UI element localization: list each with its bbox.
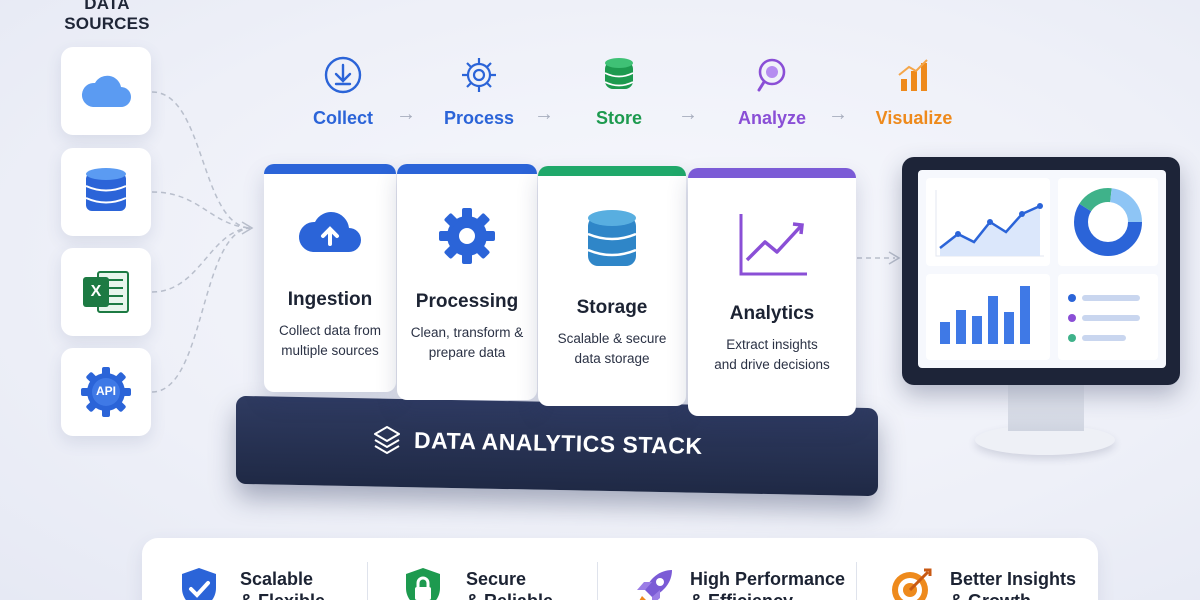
flow-step-analyze-label: Analyze bbox=[737, 108, 807, 128]
block-storage-desc-line2: data storage bbox=[574, 351, 650, 366]
block-ingestion-title: Ingestion bbox=[287, 289, 373, 310]
flow-arrow-2: → bbox=[534, 103, 554, 125]
gear-icon bbox=[439, 208, 495, 264]
block-analytics[interactable]: Analytics Extract insights and drive dec… bbox=[688, 168, 856, 416]
flow-step-collect[interactable]: Collect bbox=[288, 55, 398, 129]
feature-divider-3 bbox=[856, 562, 857, 600]
data-sources-title-line2: SOURCES bbox=[64, 14, 150, 33]
layers-icon bbox=[374, 426, 400, 454]
block-ingestion-desc-line2: multiple sources bbox=[281, 343, 379, 358]
database-icon bbox=[587, 210, 637, 266]
feature-scalable: Scalable & Flexible bbox=[240, 568, 325, 600]
block-storage-title: Storage bbox=[576, 297, 648, 318]
target-icon bbox=[892, 568, 932, 600]
block-processing-desc: Clean, transform & prepare data bbox=[397, 323, 537, 363]
feature-scalable-line1: Scalable bbox=[240, 569, 314, 589]
dashboard-graphics bbox=[926, 178, 1158, 360]
rocket-icon bbox=[637, 570, 672, 600]
feature-performance-line2: & Efficiency bbox=[690, 590, 845, 600]
data-sources-title-line1: DATA bbox=[84, 0, 130, 13]
flow-step-store[interactable]: Store bbox=[564, 55, 674, 129]
feature-secure: Secure & Reliable bbox=[466, 568, 553, 600]
block-analytics-desc-line2: and drive decisions bbox=[714, 357, 830, 372]
feature-insights: Better Insights & Growth bbox=[950, 568, 1076, 600]
feature-divider-1 bbox=[367, 562, 368, 600]
source-card-excel[interactable]: X bbox=[61, 248, 151, 336]
magnifier-icon bbox=[757, 58, 786, 92]
flow-arrow-4: → bbox=[828, 103, 848, 125]
block-processing-desc-line2: prepare data bbox=[428, 345, 506, 360]
block-ingestion[interactable]: Ingestion Collect data from multiple sou… bbox=[264, 164, 396, 392]
block-analytics-desc: Extract insights and drive decisions bbox=[688, 335, 856, 375]
download-circle-icon bbox=[324, 56, 362, 94]
block-processing[interactable]: Processing Clean, transform & prepare da… bbox=[397, 164, 537, 400]
gear-icon bbox=[462, 58, 496, 92]
feature-scalable-line2: & Flexible bbox=[240, 590, 325, 600]
flow-step-process[interactable]: Process bbox=[424, 55, 534, 129]
database-icon bbox=[604, 58, 634, 89]
feature-divider-2 bbox=[597, 562, 598, 600]
block-analytics-desc-line1: Extract insights bbox=[726, 337, 818, 352]
block-ingestion-desc-line1: Collect data from bbox=[278, 323, 382, 338]
block-storage[interactable]: Storage Scalable & secure data storage bbox=[538, 166, 686, 406]
features-bar bbox=[142, 538, 1098, 600]
block-storage-desc: Scalable & secure data storage bbox=[538, 329, 686, 369]
shield-check-icon bbox=[182, 568, 216, 600]
cloud-icon bbox=[81, 75, 131, 107]
database-icon bbox=[85, 168, 127, 211]
line-chart-icon bbox=[739, 214, 807, 276]
flow-arrow-3: → bbox=[678, 103, 698, 125]
feature-secure-line1: Secure bbox=[466, 569, 527, 589]
flow-arrow-1: → bbox=[396, 103, 416, 125]
feature-performance: High Performance & Efficiency bbox=[690, 568, 845, 600]
api-gear-icon: API bbox=[79, 365, 133, 419]
feature-insights-icon-wrap bbox=[890, 566, 934, 600]
flow-step-collect-label: Collect bbox=[312, 108, 373, 128]
feature-performance-icon-wrap bbox=[632, 566, 676, 600]
source-card-api[interactable]: API bbox=[61, 348, 151, 436]
block-ingestion-desc: Collect data from multiple sources bbox=[264, 321, 396, 361]
flow-step-store-label: Store bbox=[595, 108, 642, 128]
block-processing-desc-line1: Clean, transform & bbox=[410, 325, 524, 340]
feature-insights-line1: Better Insights bbox=[950, 569, 1077, 589]
cloud-upload-icon bbox=[298, 212, 361, 252]
feature-secure-line2: & Reliable bbox=[466, 590, 553, 600]
block-processing-title: Processing bbox=[415, 291, 519, 312]
feature-scalable-icon-wrap bbox=[178, 566, 220, 600]
monitor-stand bbox=[1008, 383, 1084, 431]
block-analytics-title: Analytics bbox=[729, 303, 815, 324]
monitor-screen bbox=[918, 170, 1166, 368]
source-card-database[interactable] bbox=[61, 148, 151, 236]
flow-step-analyze[interactable]: Analyze bbox=[717, 55, 827, 129]
flow-step-visualize-label: Visualize bbox=[875, 108, 953, 128]
lock-shield-icon bbox=[406, 568, 440, 600]
feature-performance-line1: High Performance bbox=[690, 569, 846, 589]
excel-icon: X bbox=[81, 267, 131, 317]
api-label: API bbox=[95, 384, 116, 398]
bar-chart-icon bbox=[898, 59, 928, 91]
feature-secure-icon-wrap bbox=[402, 566, 444, 600]
source-card-cloud[interactable] bbox=[61, 47, 151, 135]
block-storage-desc-line1: Scalable & secure bbox=[557, 331, 667, 346]
data-sources-title: DATA SOURCES bbox=[52, 0, 162, 34]
flow-step-process-label: Process bbox=[443, 108, 515, 128]
excel-x-label: X bbox=[83, 277, 109, 307]
feature-insights-line2: & Growth bbox=[950, 590, 1076, 600]
flow-step-visualize[interactable]: Visualize bbox=[859, 55, 969, 129]
